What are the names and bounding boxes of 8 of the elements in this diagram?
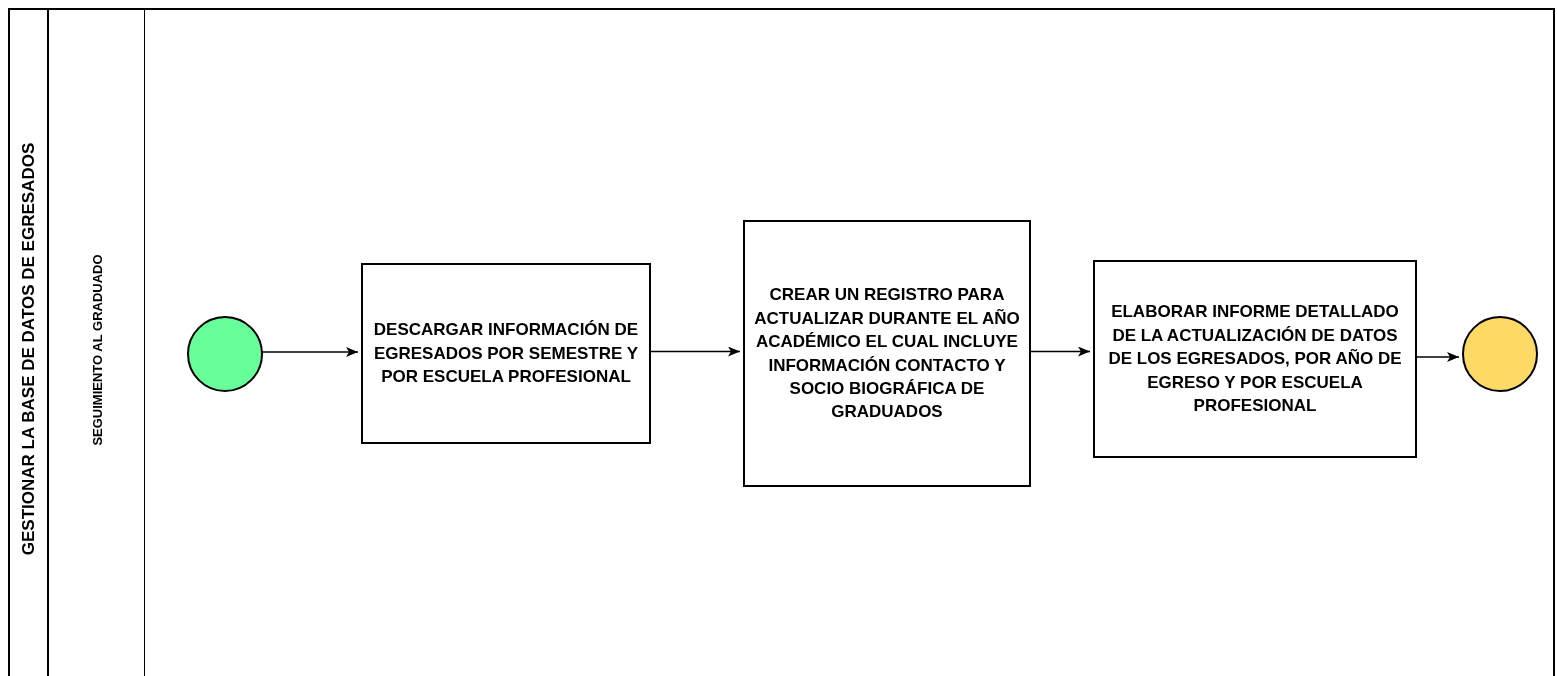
task-text: ELABORAR INFORME DETALLADO DE LA ACTUALIZACIÓN DE DATOS DE LOS EGRESADOS, POR AÑO DE EGRESO Y POR ESCUELA PROFESIONAL — [1107, 301, 1403, 418]
lane-title: GESTIONAR LA BASE DE DATOS DE EGRESADOS — [18, 142, 39, 556]
task-text: DESCARGAR INFORMACIÓN DE EGRESADOS POR SEMESTRE Y POR ESCUELA PROFESIONAL — [372, 319, 640, 389]
task-box — [361, 263, 651, 444]
task-text: CREAR UN REGISTRO PARA ACTUALIZAR DURANTE EL AÑO ACADÉMICO EL CUAL INCLUYE INFORMACIÓN CONTACTO Y SOCIO BIOGRÁFICA DE GRADUADOS — [753, 284, 1021, 424]
lane-title: SEGUIMIENTO AL GRADUADO — [89, 254, 104, 446]
task-box — [1093, 260, 1417, 458]
task-box — [743, 220, 1031, 487]
